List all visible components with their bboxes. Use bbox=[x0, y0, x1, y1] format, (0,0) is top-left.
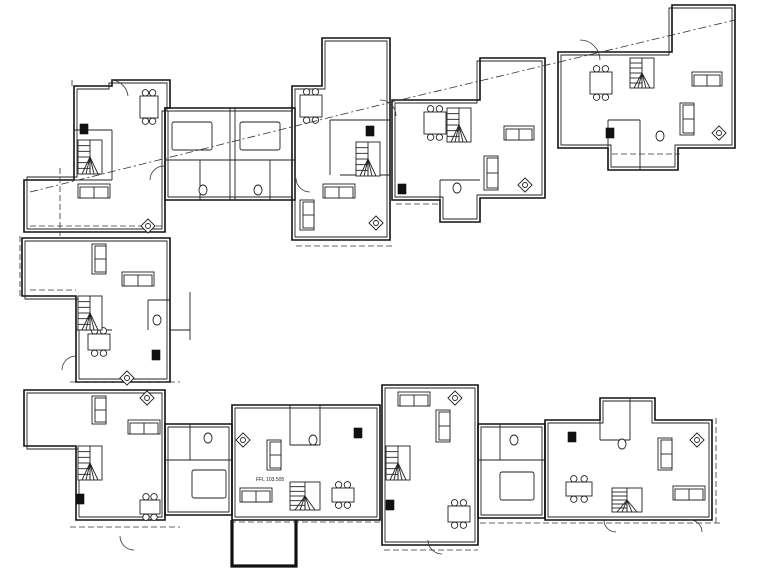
plant-pot bbox=[517, 177, 533, 193]
bed bbox=[239, 121, 281, 151]
sofa bbox=[91, 395, 107, 425]
sofa bbox=[483, 155, 499, 191]
unit-inner-wall bbox=[26, 392, 163, 518]
sofa bbox=[397, 391, 431, 407]
staircase bbox=[77, 139, 103, 175]
plan-details bbox=[19, 39, 720, 568]
plant-pot bbox=[689, 432, 705, 448]
staircase bbox=[77, 445, 103, 481]
unit-inner-wall bbox=[394, 60, 543, 220]
staircase bbox=[611, 487, 643, 513]
unit-outline-unit-ne-mid bbox=[391, 57, 546, 223]
plant-pot bbox=[368, 215, 384, 231]
sofa bbox=[672, 485, 706, 501]
plant-pot bbox=[119, 370, 135, 386]
sofa bbox=[127, 419, 161, 435]
dining-table bbox=[423, 105, 447, 141]
staircase bbox=[446, 107, 472, 143]
bed bbox=[191, 469, 227, 499]
unit-inner-wall bbox=[234, 407, 378, 518]
staircase bbox=[289, 481, 321, 511]
ffl-level-label: FFL 103.505 bbox=[256, 477, 284, 483]
unit-outline-unit-sw bbox=[23, 389, 166, 521]
plant-pot bbox=[711, 125, 727, 141]
unit-outline-unit-s-3 bbox=[381, 384, 479, 546]
sofa bbox=[691, 71, 723, 87]
dining-table bbox=[565, 475, 593, 503]
plant-pot bbox=[447, 390, 463, 406]
unit-outline-unit-n-mid bbox=[291, 37, 391, 241]
sofa bbox=[503, 125, 535, 141]
sofa bbox=[266, 439, 282, 471]
unit-outlines bbox=[21, 4, 736, 546]
dining-table bbox=[447, 499, 471, 529]
dining-table bbox=[299, 88, 323, 124]
plant-pot bbox=[235, 432, 251, 448]
sofa bbox=[239, 487, 273, 503]
bed bbox=[171, 121, 213, 151]
staircase bbox=[629, 57, 655, 89]
sofa bbox=[77, 183, 111, 199]
staircase bbox=[77, 295, 103, 331]
dining-table bbox=[87, 327, 111, 357]
bed bbox=[499, 471, 535, 501]
unit-inner-wall bbox=[384, 387, 476, 543]
unit-inner-wall bbox=[480, 426, 543, 516]
sofa bbox=[679, 102, 695, 136]
furniture bbox=[77, 57, 727, 529]
sofa bbox=[299, 199, 315, 231]
sofa bbox=[657, 437, 673, 471]
section-line bbox=[29, 19, 736, 193]
sofa bbox=[121, 271, 155, 287]
unit-inner-wall bbox=[560, 7, 733, 168]
dining-table bbox=[589, 65, 613, 101]
dining-table bbox=[331, 481, 355, 509]
unit-inner-wall bbox=[547, 400, 710, 518]
sofa bbox=[322, 183, 356, 199]
dining-table bbox=[139, 493, 161, 521]
unit-inner-wall bbox=[167, 426, 230, 513]
plant-pot bbox=[139, 390, 155, 406]
staircase bbox=[355, 141, 381, 177]
plant-pot bbox=[140, 218, 156, 234]
unit-outline-unit-s-bed-1 bbox=[164, 423, 233, 516]
sofa bbox=[91, 243, 107, 275]
sofa bbox=[435, 409, 451, 443]
dining-table bbox=[139, 89, 159, 125]
unit-inner-wall bbox=[24, 240, 168, 380]
unit-outline-unit-ne bbox=[557, 4, 736, 171]
unit-inner-wall bbox=[26, 82, 168, 230]
unit-outline-unit-s-2 bbox=[231, 404, 381, 521]
unit-inner-wall bbox=[294, 40, 388, 238]
staircase bbox=[385, 445, 411, 481]
